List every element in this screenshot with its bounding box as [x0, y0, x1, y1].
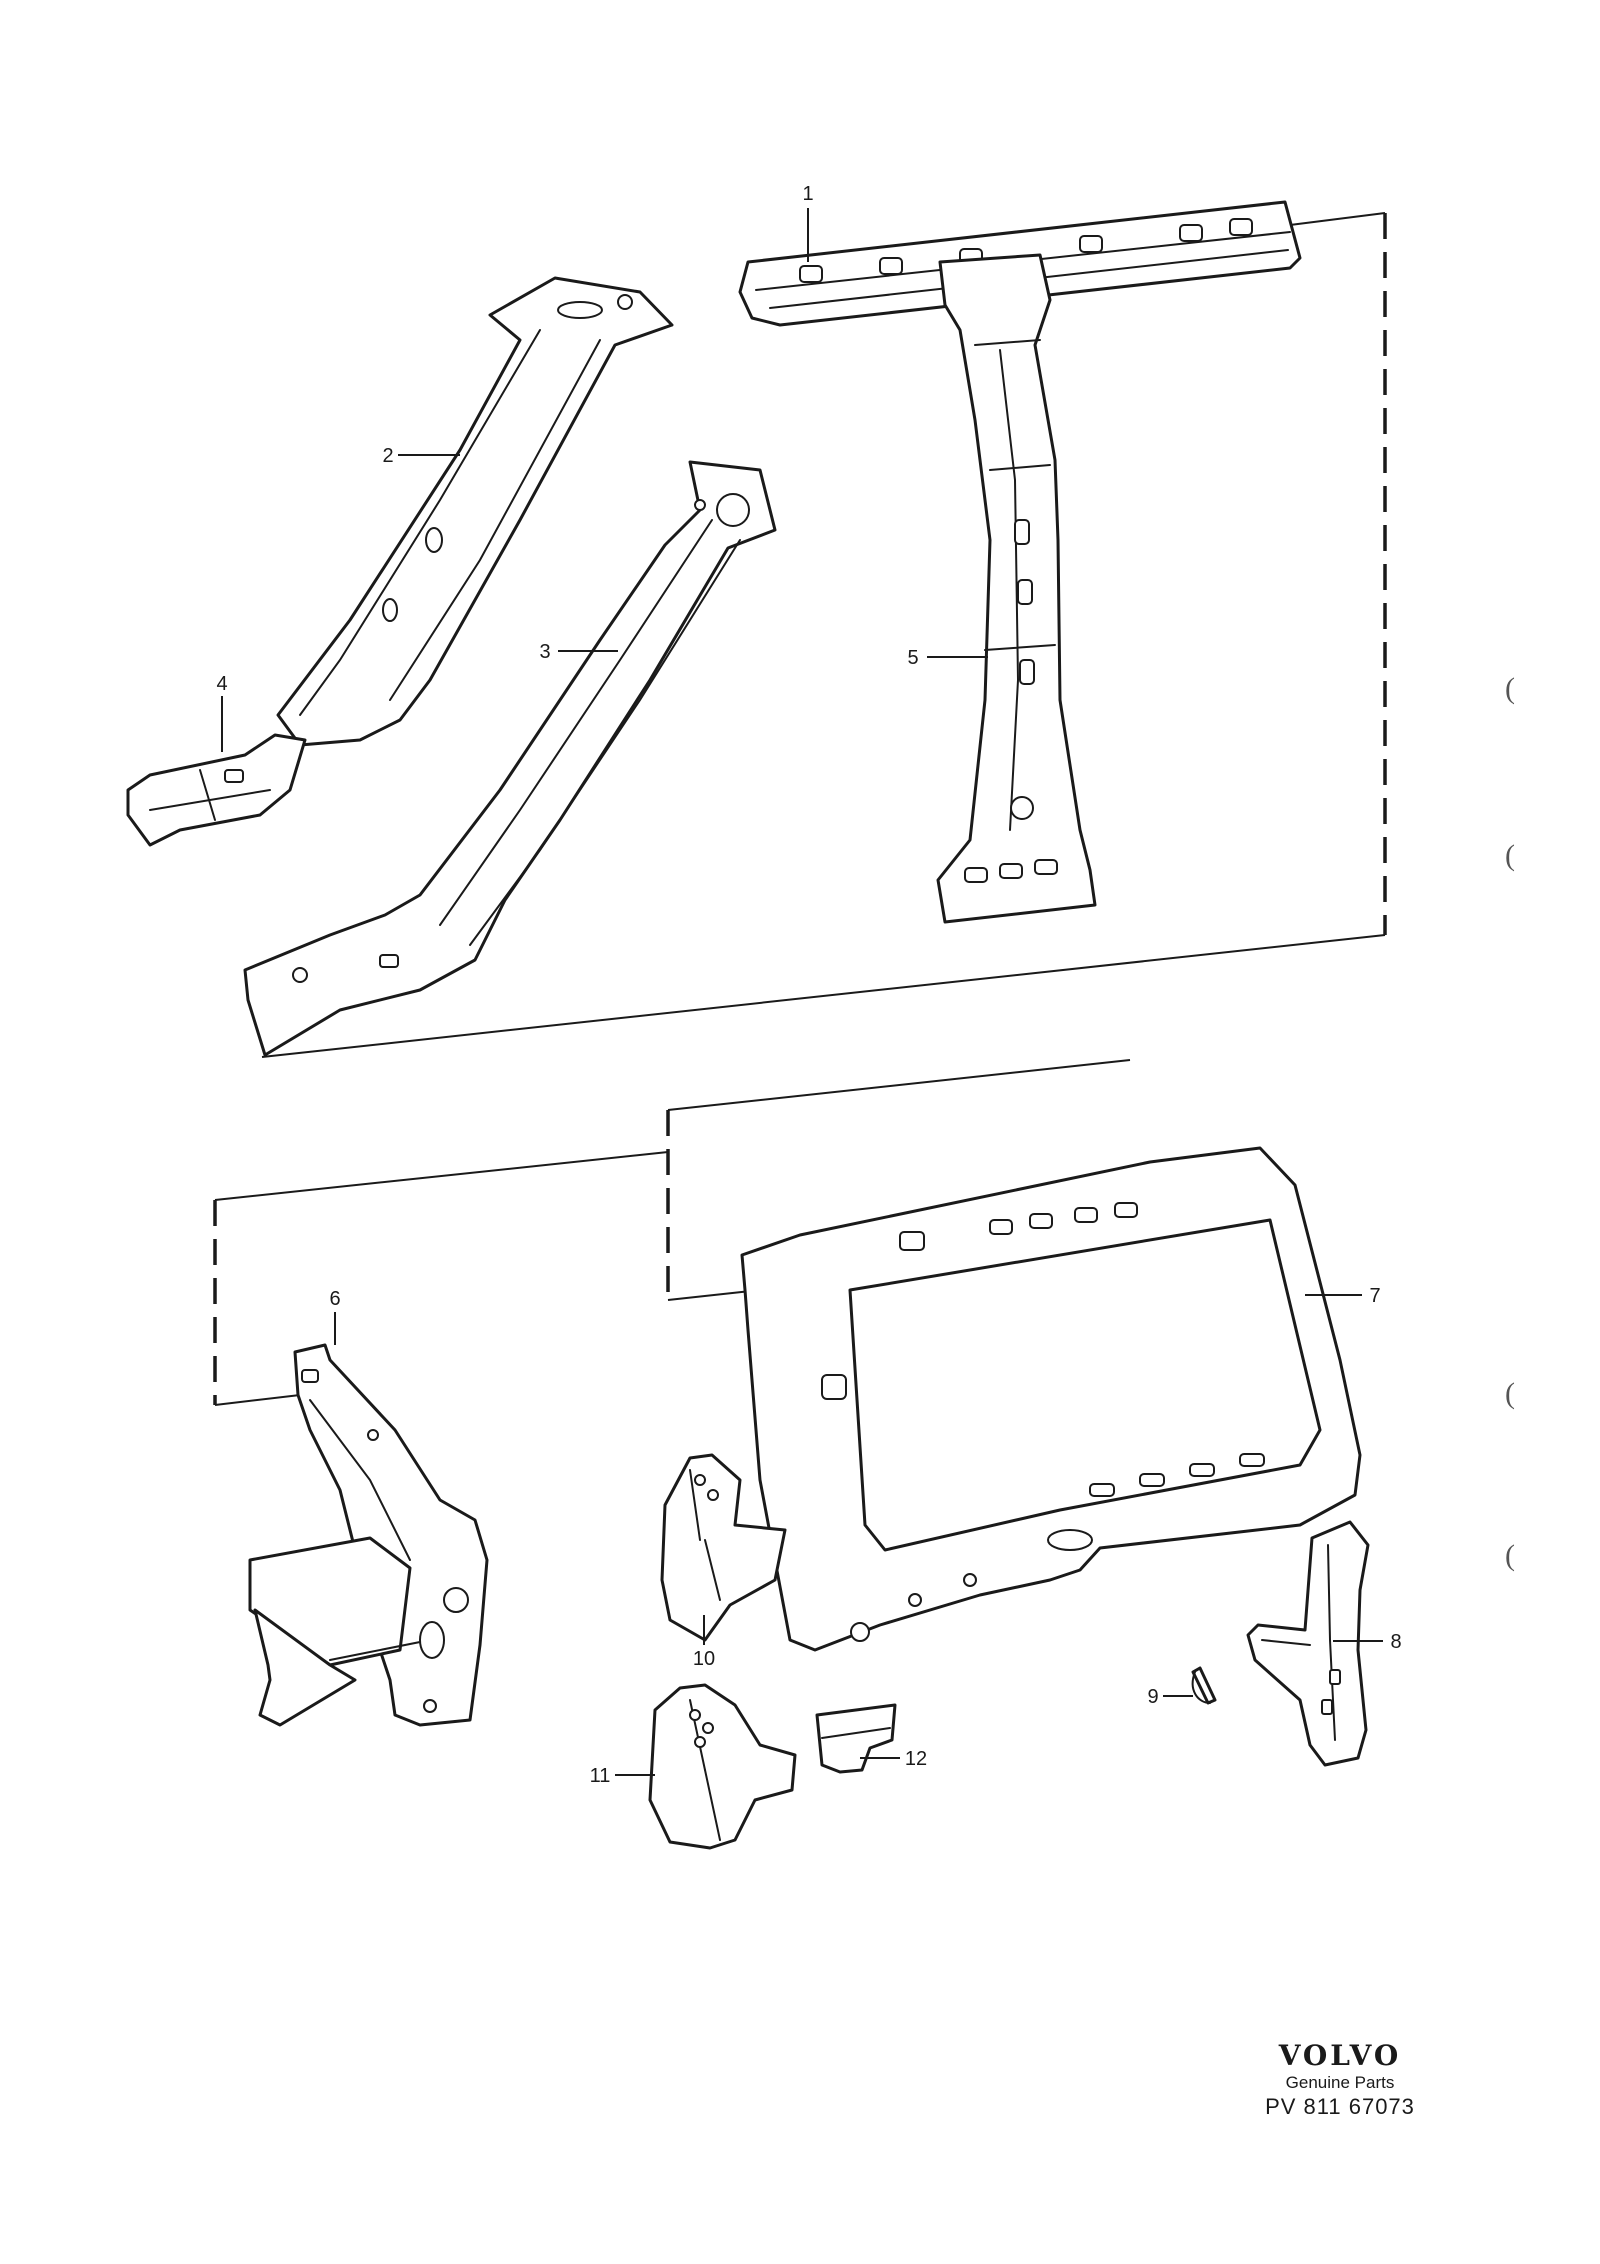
leader-lines — [221, 208, 1383, 1776]
callout-6: 6 — [329, 1288, 340, 1310]
part-10-bracket — [660, 1453, 787, 1642]
callout-5: 5 — [907, 647, 918, 669]
part-9-clip — [1191, 1666, 1217, 1705]
margin-marks: ( ( ( ( — [1505, 672, 1515, 1572]
footer-brand-block: VOLVO Genuine Parts PV 811 67073 — [1240, 2040, 1440, 2120]
callout-2: 2 — [382, 445, 393, 467]
part-8-quarter-bracket — [1246, 1520, 1370, 1767]
callout-4: 4 — [216, 673, 227, 695]
callout-7: 7 — [1369, 1285, 1380, 1307]
brand-tagline: Genuine Parts — [1285, 2073, 1395, 2092]
callout-9: 9 — [1147, 1686, 1158, 1708]
part-6-c-pillar — [248, 1343, 489, 1727]
brand-logo: VOLVO — [1278, 2039, 1402, 2072]
margin-mark: ( — [1505, 672, 1515, 705]
part-12-small-bracket — [815, 1703, 897, 1774]
callout-labels: 1 2 3 4 5 6 7 8 9 10 11 12 — [216, 183, 1401, 1787]
callout-10: 10 — [693, 1648, 715, 1670]
part-11-bracket — [648, 1683, 797, 1850]
part-5-b-pillar — [936, 253, 1097, 924]
part-7-rear-window-frame — [740, 1146, 1362, 1652]
part-2-a-pillar-upper — [276, 276, 674, 747]
part-3-a-pillar-lower — [243, 460, 777, 1057]
callout-8: 8 — [1390, 1631, 1401, 1653]
margin-mark: ( — [1505, 839, 1515, 872]
margin-mark: ( — [1505, 1539, 1515, 1572]
callout-11: 11 — [590, 1765, 611, 1787]
callout-12: 12 — [905, 1748, 927, 1770]
margin-mark: ( — [1505, 1377, 1515, 1410]
document-number: PV 811 67073 — [1265, 2094, 1415, 2119]
callout-1: 1 — [802, 183, 813, 205]
callout-3: 3 — [539, 641, 550, 663]
part-4-lower-bracket — [126, 733, 307, 847]
dashed-outline-upper — [261, 212, 1387, 1058]
